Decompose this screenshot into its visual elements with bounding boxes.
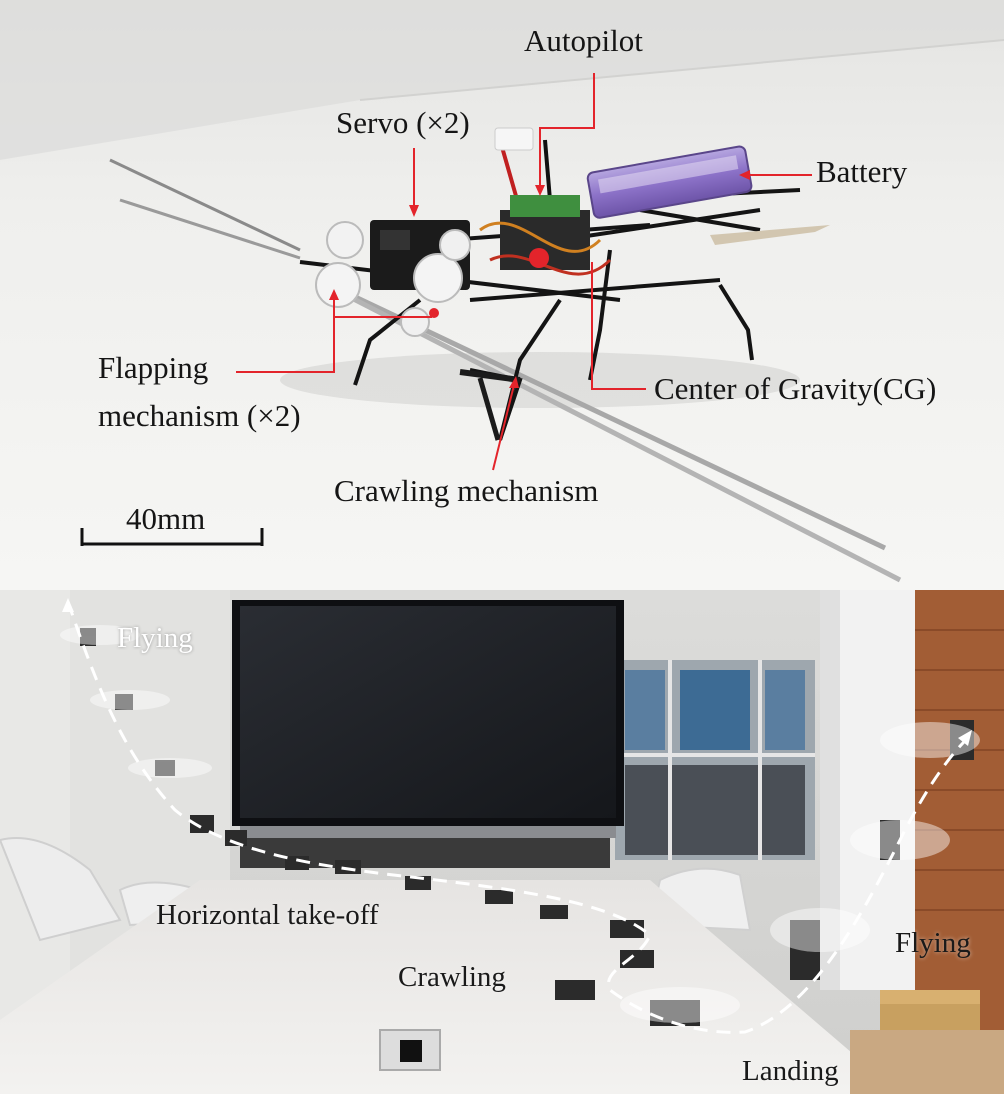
label-flapping-line2: mechanism (×2) — [98, 398, 301, 433]
label-autopilot: Autopilot — [524, 23, 643, 58]
label-horizontal-takeoff: Horizontal take-off — [156, 899, 379, 931]
label-flying-left: Flying — [117, 622, 193, 654]
label-center-of-gravity: Center of Gravity(CG) — [654, 371, 937, 406]
label-battery: Battery — [816, 154, 908, 189]
annotation-arrowheads — [329, 170, 750, 388]
trajectory-arrow-left — [62, 598, 74, 612]
label-flapping-line1: Flapping — [98, 350, 209, 385]
robot-sequence — [80, 628, 974, 1026]
trajectory-arrow-right — [958, 730, 972, 746]
label-servo: Servo (×2) — [336, 105, 470, 140]
label-landing: Landing — [742, 1055, 839, 1087]
trajectory-path — [66, 601, 970, 1034]
label-flying-right: Flying — [895, 927, 971, 959]
label-crawling-mechanism: Crawling mechanism — [334, 473, 599, 508]
flight-sequence-photo — [0, 590, 1004, 1094]
flight-sequence-panel: Flying Horizontal take-off Crawling Flyi… — [0, 590, 1004, 1094]
label-crawling: Crawling — [398, 961, 506, 993]
center-of-gravity-marker — [529, 248, 549, 268]
annotation-lines — [236, 73, 812, 471]
label-scale-bar: 40mm — [126, 501, 206, 536]
robot-photo — [0, 0, 1004, 590]
scale-bar — [80, 528, 264, 546]
robot-photo-panel: Autopilot Servo (×2) Battery Flapping me… — [0, 0, 1004, 590]
flapping-marker — [429, 308, 439, 318]
